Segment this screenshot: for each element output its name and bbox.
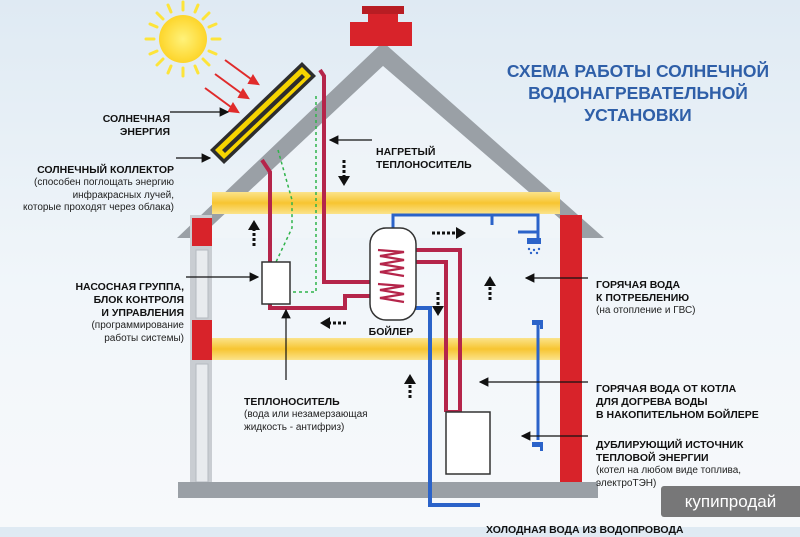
house-walls	[190, 215, 582, 485]
label-leader-lines	[170, 107, 588, 441]
label-heated-fluid: НАГРЕТЫЙ ТЕПЛОНОСИТЕЛЬ	[376, 133, 496, 172]
label-coolant: ТЕПЛОНОСИТЕЛЬ (вода или незамерзающая жи…	[244, 383, 394, 447]
heated-fluid-text: НАГРЕТЫЙ ТЕПЛОНОСИТЕЛЬ	[376, 146, 472, 171]
coolant-note-text: (вода или незамерзающая жидкость - антиф…	[244, 409, 368, 433]
flow-arrows	[248, 160, 496, 398]
solar-energy-text: СОЛНЕЧНАЯ ЭНЕРГИЯ	[102, 113, 170, 138]
solar-collector	[210, 62, 316, 164]
hot-water-note-text: (на отопление и ГВС)	[596, 305, 696, 316]
shower-head-icon	[527, 238, 541, 255]
chimney-body	[350, 22, 412, 46]
control-lines	[275, 96, 317, 293]
label-solar-collector: СОЛНЕЧНЫЙ КОЛЛЕКТОР (способен поглощать …	[10, 151, 174, 228]
backup-note-text: (котел на любом виде топлива, электроТЭН…	[596, 465, 742, 489]
pump-control-box	[261, 261, 291, 305]
solar-ray-arrows	[204, 59, 260, 114]
backup-title-text: ДУБЛИРУЮЩИЙ ИСТОЧНИК ТЕПЛОВОЙ ЭНЕРГИИ	[596, 439, 744, 464]
cold-water-pipe	[410, 306, 480, 507]
tap-icon	[532, 320, 543, 329]
hot-water-consumer-pipes	[391, 213, 540, 440]
pump-note-text: (программирование работы системы)	[91, 320, 184, 344]
label-backup-source: ДУБЛИРУЮЩИЙ ИСТОЧНИК ТЕПЛОВОЙ ЭНЕРГИИ (к…	[596, 426, 786, 503]
hot-from-boiler-text: ГОРЯЧАЯ ВОДА ОТ КОТЛА ДЛЯ ДОГРЕВА ВОДЫ В…	[596, 383, 759, 421]
tap-icon-lower	[532, 442, 543, 451]
boiler-label: БОЙЛЕР	[368, 326, 414, 338]
label-hot-water: ГОРЯЧАЯ ВОДА К ПОТРЕБЛЕНИЮ (на отопление…	[596, 266, 766, 331]
backup-heat-source	[445, 411, 491, 475]
label-solar-energy: СОЛНЕЧНАЯ ЭНЕРГИЯ	[60, 100, 170, 139]
cold-water-text: ХОЛОДНАЯ ВОДА ИЗ ВОДОПРОВОДА	[486, 524, 684, 536]
attic-floor	[212, 192, 560, 214]
foundation	[178, 482, 598, 498]
coolant-title-text: ТЕПЛОНОСИТЕЛЬ	[244, 396, 340, 408]
hot-water-title-text: ГОРЯЧАЯ ВОДА К ПОТРЕБЛЕНИЮ	[596, 279, 690, 304]
pump-title-text: НАСОСНАЯ ГРУППА, БЛОК КОНТРОЛЯ И УПРАВЛЕ…	[75, 281, 184, 319]
diagram-title: СХЕМА РАБОТЫ СОЛНЕЧНОЙ ВОДОНАГРЕВАТЕЛЬНО…	[506, 61, 770, 125]
watermark-logo: купипродай	[661, 486, 800, 517]
label-hot-from-boiler: ГОРЯЧАЯ ВОДА ОТ КОТЛА ДЛЯ ДОГРЕВА ВОДЫ В…	[596, 370, 786, 422]
sun-icon	[144, 0, 222, 78]
collector-note-text: (способен поглощать энергию инфракрасных…	[23, 177, 174, 213]
label-pump-group: НАСОСНАЯ ГРУППА, БЛОК КОНТРОЛЯ И УПРАВЛЕ…	[30, 268, 184, 358]
watermark-text: купипродай	[684, 492, 777, 511]
collector-title-text: СОЛНЕЧНЫЙ КОЛЛЕКТОР	[37, 164, 174, 176]
boiler-tank	[369, 227, 417, 321]
middle-floor	[212, 338, 560, 360]
